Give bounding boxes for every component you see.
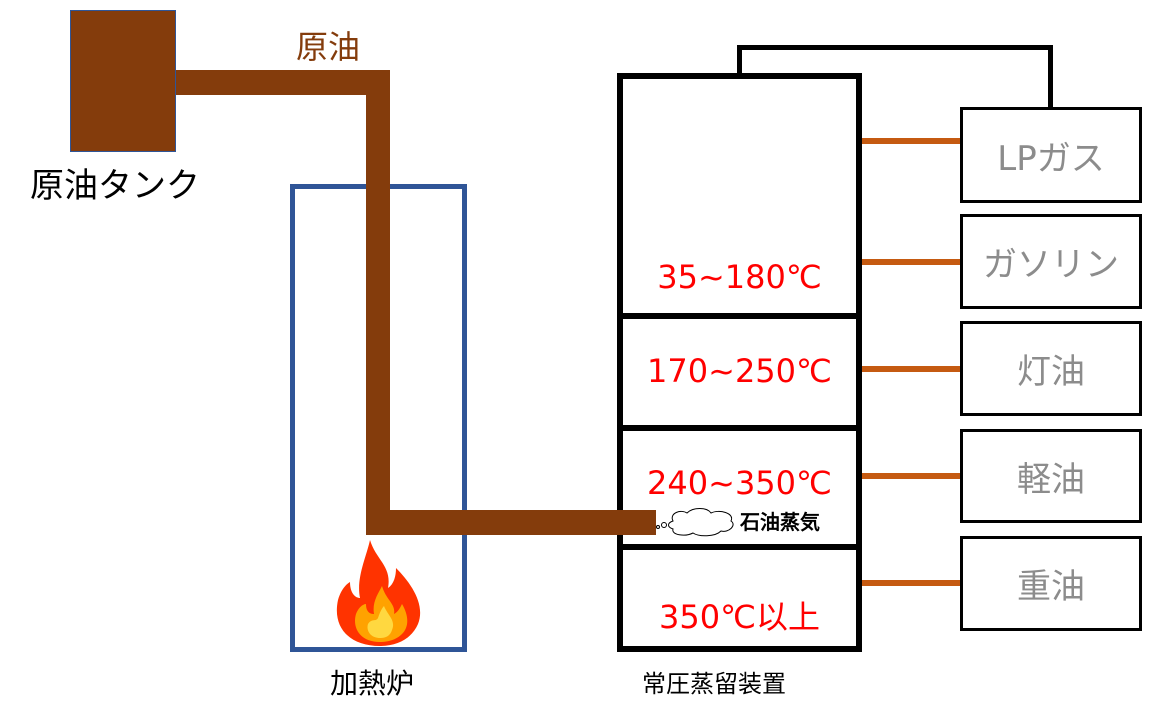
pipe-vertical	[366, 70, 390, 535]
connector	[862, 138, 960, 144]
connector	[862, 580, 960, 586]
connector	[862, 259, 960, 265]
vapor-label: 石油蒸気	[740, 510, 820, 534]
connector	[862, 366, 960, 372]
pipe-furnace-to-tower	[366, 510, 656, 535]
product-diesel: 軽油	[960, 429, 1142, 523]
crude-oil-tank	[70, 10, 176, 152]
tower-section-1	[617, 73, 862, 319]
tower-label: 常圧蒸留装置	[642, 670, 786, 698]
temp-label: 240~350℃	[647, 464, 832, 502]
crude-oil-tank-label: 原油タンク	[30, 166, 200, 206]
product-heavy-oil: 重油	[960, 536, 1142, 631]
temp-label: 350℃以上	[658, 598, 821, 636]
flame-icon	[336, 540, 421, 646]
vapor-cloud-icon	[656, 508, 734, 537]
product-kerosene: 灯油	[960, 321, 1142, 416]
tower-section-2	[617, 313, 862, 431]
heating-furnace-label: 加熱炉	[330, 667, 415, 700]
product-gasoline: ガソリン	[960, 214, 1142, 309]
temp-label: 170~250℃	[647, 352, 832, 390]
product-lpg: LPガス	[960, 107, 1142, 203]
overhead-line-drop	[1048, 45, 1053, 109]
tower-section-4	[617, 544, 862, 652]
crude-oil-label: 原油	[296, 28, 361, 66]
connector	[862, 473, 960, 479]
pipe-tank-to-furnace	[176, 70, 390, 95]
temp-label: 35~180℃	[657, 258, 822, 296]
